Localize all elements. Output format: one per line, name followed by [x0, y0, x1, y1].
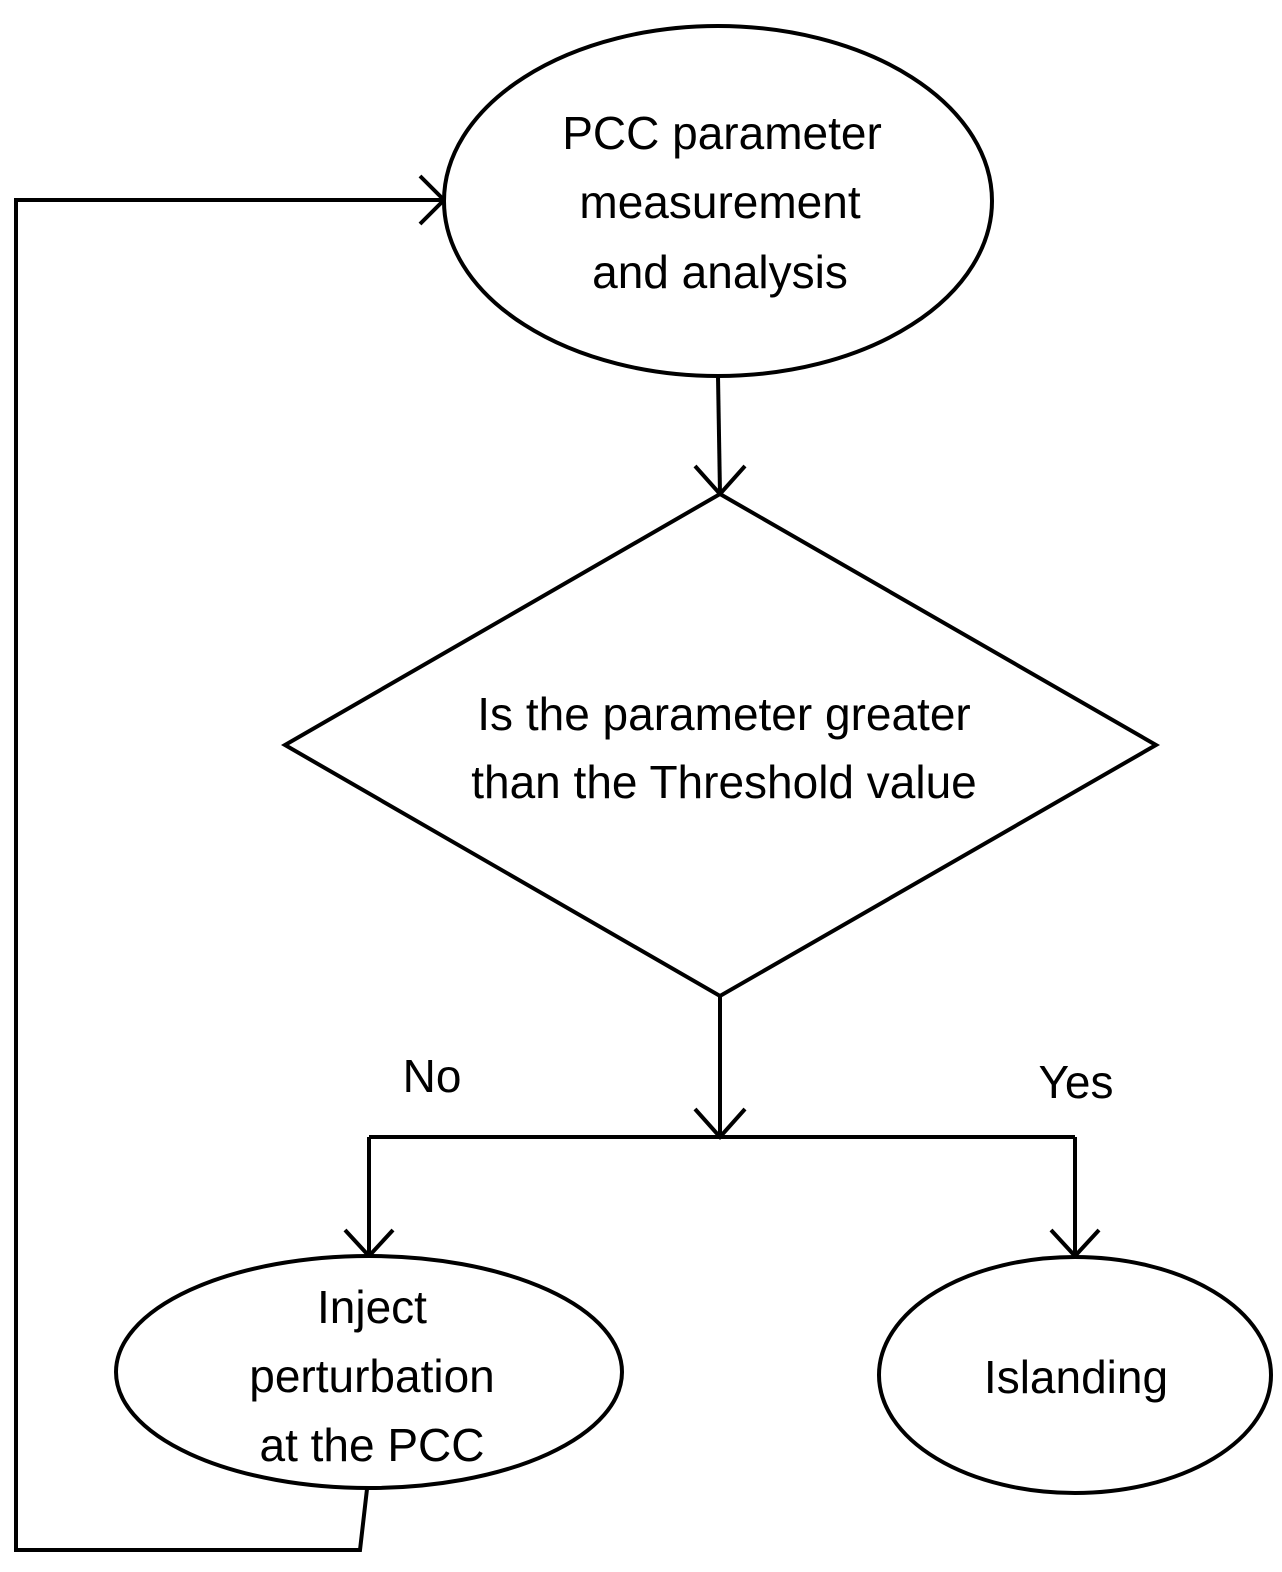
node-decision: Is the parameter greater than the Thresh… — [280, 491, 1161, 999]
islanding-label: Islanding — [984, 1351, 1168, 1403]
node-measure: PCC parameter measurement and analysis — [442, 24, 994, 378]
no-label: No — [403, 1050, 462, 1102]
measure-label-line3: and analysis — [592, 246, 848, 298]
inject-ellipse — [114, 1254, 624, 1490]
connectors — [14, 174, 1101, 1552]
edge-feedback-loop — [14, 198, 444, 1552]
decision-label-line2: than the Threshold value — [471, 756, 977, 808]
measure-label-line2: measurement — [579, 176, 860, 228]
decision-label-line1: Is the parameter greater — [477, 688, 970, 740]
inject-label-line1: Inject — [317, 1281, 427, 1333]
edge-measure-to-decision — [716, 375, 722, 495]
islanding-ellipse — [877, 1255, 1273, 1495]
inject-label-line2: perturbation — [249, 1350, 495, 1402]
node-inject: Inject perturbation at the PCC — [114, 1254, 624, 1490]
node-islanding: Islanding — [877, 1255, 1273, 1495]
measure-label-line1: PCC parameter — [562, 107, 882, 159]
measure-ellipse — [442, 24, 994, 378]
decision-diamond — [280, 491, 1161, 999]
inject-label-line3: at the PCC — [260, 1419, 485, 1471]
yes-label: Yes — [1038, 1056, 1113, 1108]
